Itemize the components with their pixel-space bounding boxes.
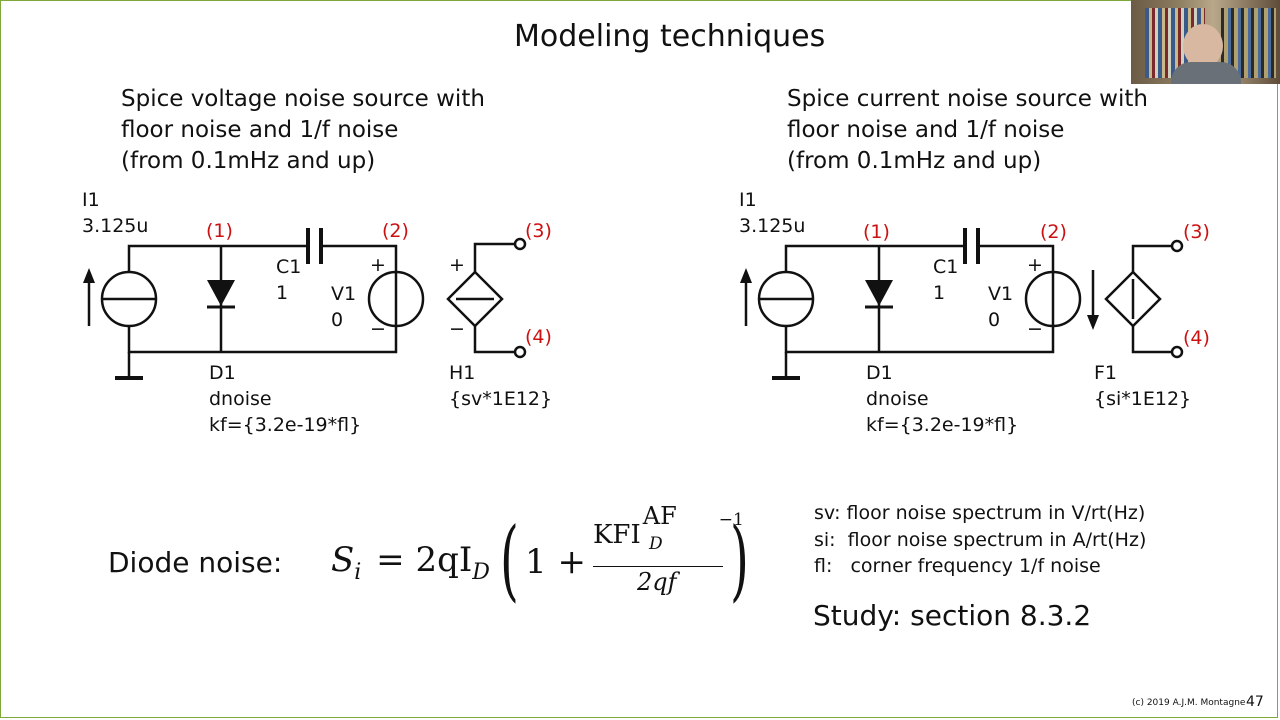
left-v1-minus: − [370,318,386,340]
right-node-2: (2) [1040,221,1067,243]
left-node-1: (1) [206,220,233,242]
right-heading: Spice current noise source with floor no… [787,86,1148,174]
right-node-3: (3) [1183,221,1210,243]
left-circuit [87,228,527,380]
right-node-1: (1) [863,221,890,243]
right-i1-label: I1 3.125u [739,189,806,237]
right-bottom-wire [784,326,1055,354]
presenter-head [1183,24,1223,68]
copyright: (c) 2019 A.J.M. Montagne [1132,698,1246,708]
right-node-4: (4) [1183,327,1210,349]
formula-lhs: Si = 2qID [331,540,490,585]
formula-paren-right: ) [730,508,749,611]
left-node-2: (2) [382,220,409,242]
formula-denominator: 2qf [637,568,677,596]
right-f1-label: F1 {si*1E12} [1094,362,1192,410]
left-top-wire-b [323,244,398,272]
right-c1-label: C1 1 [933,256,959,304]
left-h1-plus: + [449,254,465,276]
right-top-wire-a [784,244,965,272]
left-output-wire-top [473,242,515,272]
webcam-video [1131,0,1280,84]
presenter-body [1171,62,1241,84]
right-diode-icon [865,280,893,306]
left-output-wire-bottom [473,326,515,354]
right-output-wire-top [1131,244,1172,272]
formula-paren-left: ( [500,508,519,611]
left-terminal-4-icon [513,345,527,359]
right-v1-label: V1 0 [988,283,1014,331]
right-terminal-4-icon [1170,345,1184,359]
study-reference: Study: section 8.3.2 [813,599,1092,632]
left-h1-minus: − [449,318,465,340]
left-d1-label: D1 dnoise kf={3.2e-19*fl} [209,362,362,436]
formula-numerator: KFI D AF −1 [593,502,744,555]
right-output-wire-bottom [1131,326,1172,354]
right-v1-minus: − [1027,318,1043,340]
formula-label: Diode noise: [108,546,283,579]
left-node-4: (4) [525,326,552,348]
left-terminal-3-icon [513,237,527,251]
left-heading: Spice voltage noise source with floor no… [121,86,485,174]
left-bottom-wire [127,326,398,354]
left-c1-label: C1 1 [276,256,302,304]
right-current-source-icon [757,270,815,328]
right-circuit [744,228,1184,380]
left-v1-label: V1 0 [331,283,357,331]
left-current-source-icon [100,270,158,328]
slide-title: Modeling techniques [514,19,826,54]
right-v1-plus: + [1027,254,1043,276]
right-d1-label: D1 dnoise kf={3.2e-19*fl} [866,362,1019,436]
left-top-wire-a [127,244,308,272]
left-i1-label: I1 3.125u [82,189,149,237]
right-top-wire-b [980,244,1055,272]
formula-equals: = 2qI [376,540,473,580]
left-diode-icon [207,280,235,306]
left-h1-label: H1 {sv*1E12} [449,362,553,410]
page-number: 47 [1246,694,1264,710]
left-node-3: (3) [525,220,552,242]
legend-lines: sv: floor noise spectrum in V/rt(Hz) si:… [814,502,1147,577]
left-v1-plus: + [370,254,386,276]
formula-inner: 1 + [525,542,586,582]
right-terminal-3-icon [1170,239,1184,253]
formula-fraction-bar [593,566,723,567]
